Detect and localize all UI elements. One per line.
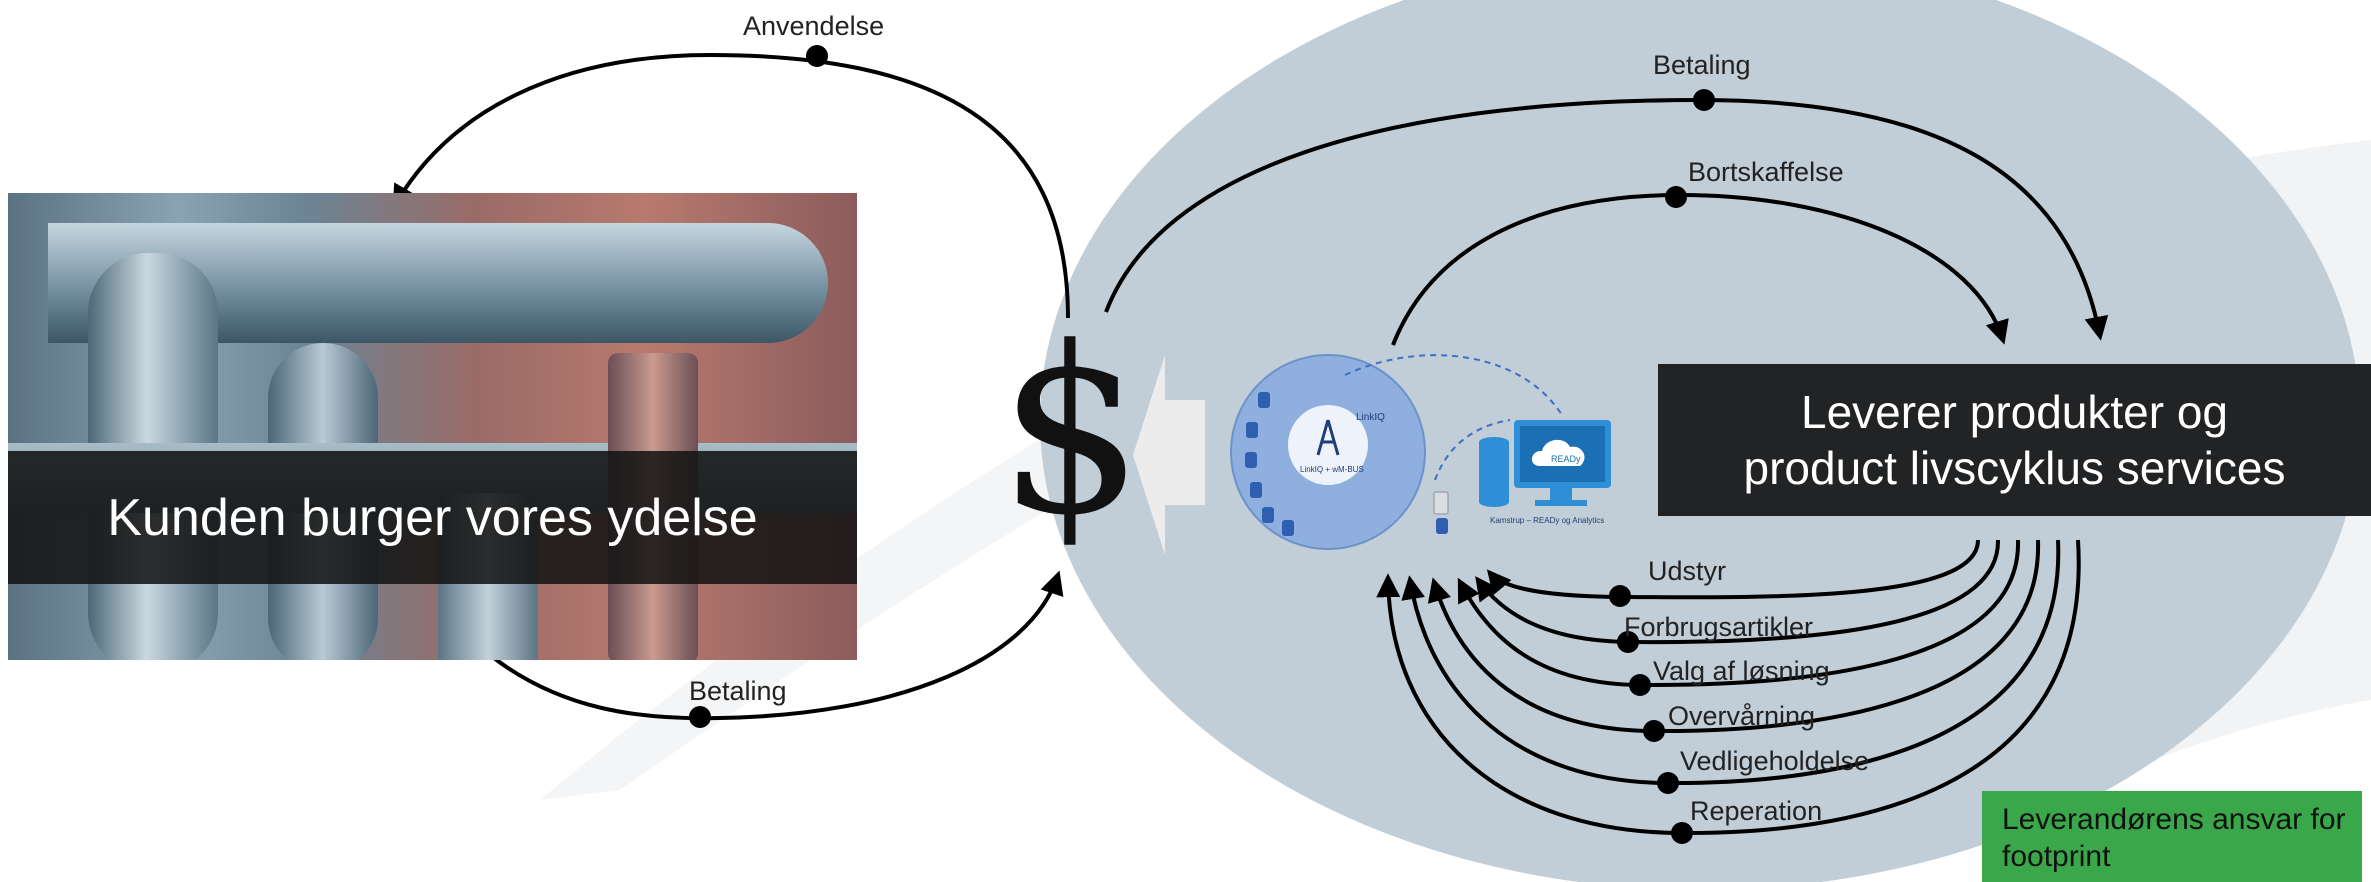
service-dot-overvaarning bbox=[1643, 720, 1665, 742]
system-graphic: LinkIQ LinkIQ + wM-BUS READy bbox=[1230, 354, 1611, 550]
meter-device bbox=[1436, 518, 1448, 534]
service-arrow-vedligeholdelse bbox=[1401, 539, 2061, 786]
supplier-payment-dot bbox=[1693, 89, 1715, 111]
cloud-icon bbox=[1531, 439, 1585, 466]
service-arrow-udstyr bbox=[1486, 539, 1980, 600]
meter-icons bbox=[1245, 392, 1294, 536]
gateway-device bbox=[1433, 491, 1449, 515]
hub-label: LinkIQ bbox=[1356, 412, 1385, 423]
service-arrow-valg bbox=[1457, 539, 2021, 688]
service-label-vedligeholdelse: Vedligeholdelse bbox=[1680, 746, 1869, 776]
service-arrow-forbrugsartikler bbox=[1475, 539, 2001, 645]
service-dot-forbrugsartikler bbox=[1617, 631, 1639, 653]
supplier-banner: Leverer produkter og product livscyklus … bbox=[1658, 364, 2371, 516]
service-dot-udstyr bbox=[1609, 585, 1631, 607]
monitor-base bbox=[1535, 500, 1587, 506]
service-label-forbrugsartikler: Forbrugsartikler bbox=[1624, 612, 1813, 642]
customer-banner: Kunden burger vores ydelse bbox=[8, 451, 857, 584]
customer-payment-label: Betaling bbox=[689, 676, 787, 706]
service-label-udstyr: Udstyr bbox=[1648, 556, 1726, 586]
wireless-link-2 bbox=[1434, 419, 1511, 481]
service-label-reperation: Reperation bbox=[1690, 796, 1822, 826]
customer-photo bbox=[8, 193, 857, 660]
service-arrow-overvaarning bbox=[1427, 539, 2041, 734]
customer-payment-arrow bbox=[488, 570, 1064, 721]
service-dot-valg bbox=[1629, 674, 1651, 696]
usage-dot bbox=[806, 45, 828, 67]
service-label-overvaarning: Overvårning bbox=[1668, 701, 1815, 731]
usage-label: Anvendelse bbox=[743, 11, 884, 41]
service-dot-vedligeholdelse bbox=[1657, 772, 1679, 794]
dollar-icon: $ bbox=[998, 299, 1145, 566]
hub-inner-circle bbox=[1288, 405, 1368, 485]
customer-payment-dot bbox=[689, 706, 711, 728]
service-arrow-reperation bbox=[1376, 539, 2081, 836]
database-icon bbox=[1479, 437, 1509, 507]
wireless-link bbox=[1344, 354, 1563, 416]
monitor-label: READy bbox=[1551, 454, 1581, 464]
tower-icon bbox=[1316, 419, 1340, 456]
disposal-label: Bortskaffelse bbox=[1688, 157, 1844, 187]
usage-arrow bbox=[392, 52, 1070, 319]
system-caption: Kamstrup – READy og Analytics bbox=[1490, 516, 1604, 525]
supplier-banner-line-1: Leverer produkter og bbox=[1800, 386, 2229, 438]
flow-arrow-icon bbox=[1133, 355, 1205, 555]
hub-caption: LinkIQ + wM-BUS bbox=[1300, 465, 1364, 474]
supplier-banner-line-2: product livscyklus services bbox=[1743, 442, 2286, 494]
service-dot-reperation bbox=[1671, 822, 1693, 844]
supplier-payment-label: Betaling bbox=[1653, 50, 1751, 80]
monitor-stand bbox=[1550, 488, 1572, 500]
service-label-valg: Valg af løsning bbox=[1653, 656, 1830, 686]
supplier-payment-arrow bbox=[1104, 97, 2109, 341]
disposal-dot bbox=[1665, 186, 1687, 208]
footprint-note: Leverandørens ansvar for footprint bbox=[1982, 791, 2362, 882]
